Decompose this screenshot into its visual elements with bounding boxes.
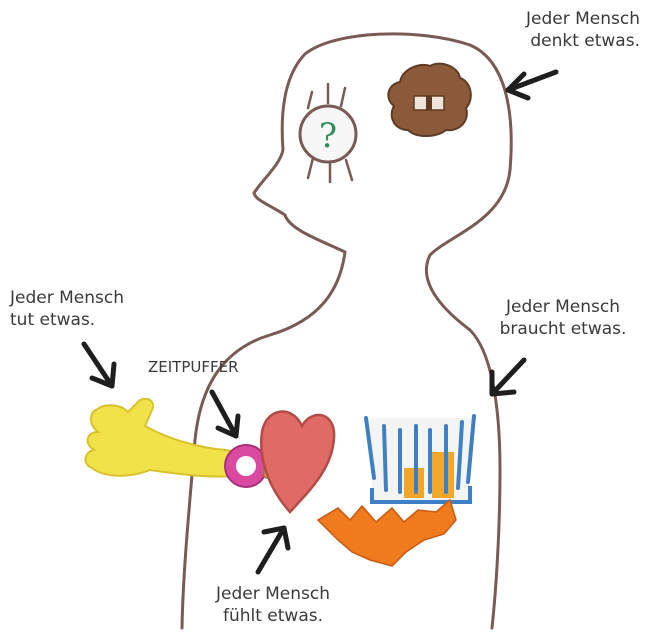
label-needs-line2: braucht etwas. (488, 318, 638, 340)
label-thinks-line1: Jeder Mensch (508, 8, 640, 30)
intestine-icon (318, 500, 456, 566)
arrow-needs (492, 360, 524, 394)
label-does-line1: Jeder Mensch (10, 287, 124, 309)
label-feels-line2: fühlt etwas. (198, 605, 348, 627)
label-buffer: ZEITPUFFER (148, 356, 239, 378)
eye-icon: ? (300, 84, 356, 182)
label-thinks-line2: denkt etwas. (508, 30, 640, 52)
label-needs-line1: Jeder Mensch (488, 296, 638, 318)
arrow-feels (258, 528, 288, 572)
heart-icon (261, 412, 334, 512)
label-thinks: Jeder Mensch denkt etwas. (508, 8, 640, 52)
hand-icon (85, 399, 236, 477)
arrow-thinks (508, 72, 556, 98)
arrow-does (84, 344, 114, 386)
label-needs: Jeder Mensch braucht etwas. (488, 296, 638, 340)
label-feels-line1: Jeder Mensch (198, 583, 348, 605)
label-feels: Jeder Mensch fühlt etwas. (198, 583, 348, 627)
stomach-icon (366, 416, 474, 502)
label-does: Jeder Mensch tut etwas. (10, 287, 124, 331)
arrow-buffer (212, 392, 238, 436)
label-does-line2: tut etwas. (10, 309, 124, 331)
brain-icon (388, 64, 470, 136)
eye-question-mark: ? (319, 116, 337, 156)
